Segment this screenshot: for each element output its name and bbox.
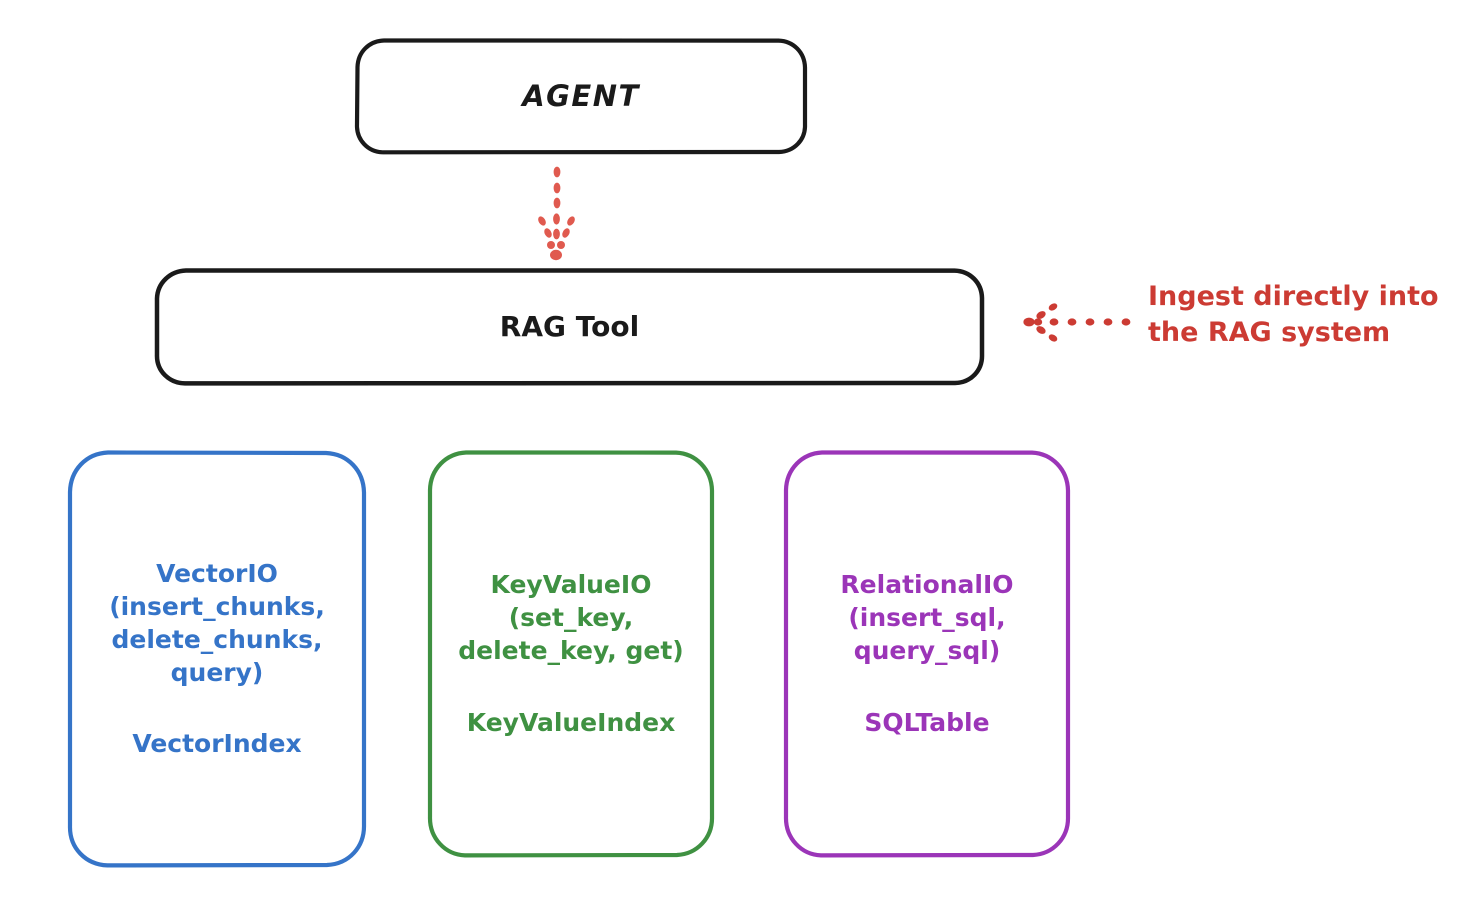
- rag-tool-node-shape[interactable]: [154, 268, 985, 386]
- agent-node-shape[interactable]: [354, 38, 808, 155]
- ingest-arrow-icon: [1023, 303, 1131, 342]
- vector-store-node-shape[interactable]: [67, 450, 367, 868]
- keyvalue-store-node-shape[interactable]: [427, 450, 715, 858]
- relational-store-node-shape[interactable]: [783, 450, 1071, 858]
- agent-to-rag-arrow-icon: [538, 166, 575, 261]
